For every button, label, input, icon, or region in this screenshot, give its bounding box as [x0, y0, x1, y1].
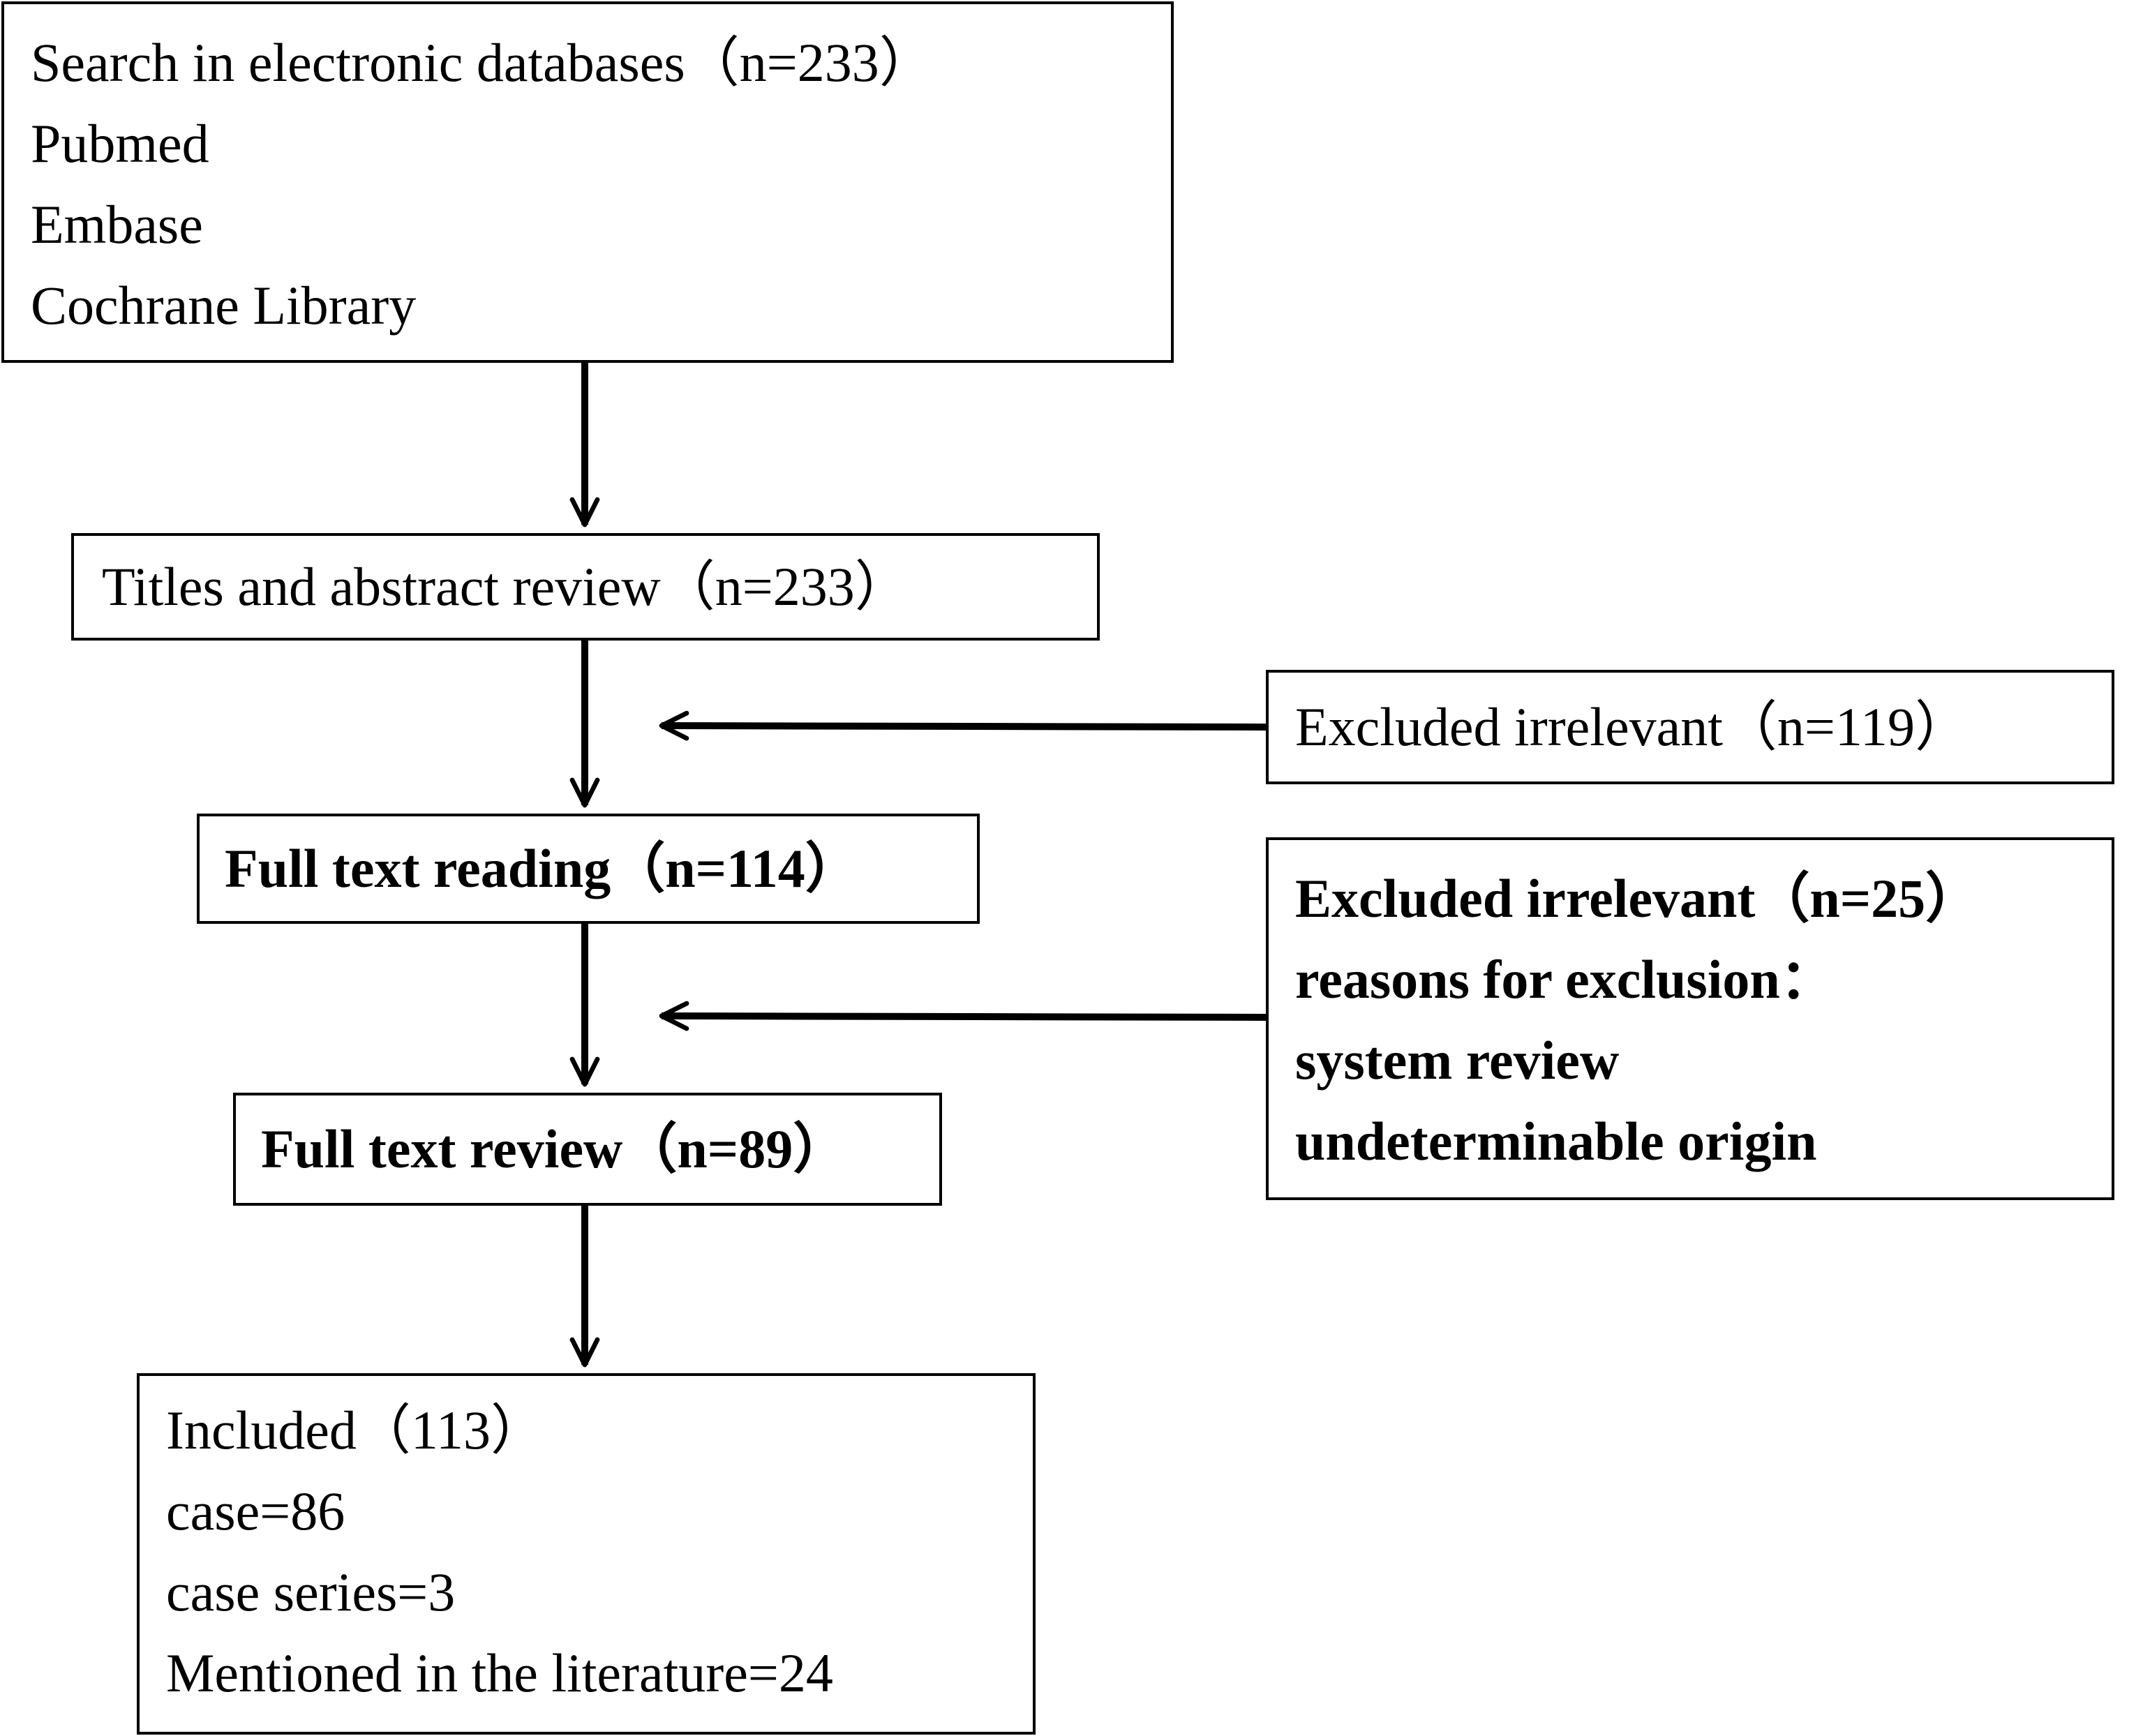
titles-abstract-review-box: Titles and abstract review（n=233） — [71, 533, 1100, 641]
excluded-2-line-2: reasons for exclusion： — [1295, 949, 1835, 1010]
excluded-irrelevant-119-text: Excluded irrelevant（n=119） — [1295, 696, 1969, 757]
full-text-reading-box: Full text reading（n=114） — [197, 814, 980, 924]
arrow-excluded-119 — [659, 710, 1267, 741]
search-line-1: Search in electronic databases（n=233） — [31, 32, 934, 93]
full-text-review-box: Full text review（n=89） — [233, 1093, 942, 1206]
excluded-2-line-3: system review — [1295, 1030, 1620, 1091]
excluded-2-line-1: Excluded irrelevant（n=25） — [1295, 868, 1980, 929]
included-line-3: case series=3 — [166, 1562, 456, 1622]
included-line-1: Included（113） — [166, 1400, 545, 1460]
search-line-4: Cochrane Library — [31, 275, 417, 336]
arrow-excluded-25 — [659, 1001, 1267, 1031]
search-databases-box: Search in electronic databases（n=233） Pu… — [1, 1, 1174, 363]
full-text-reading-text: Full text reading（n=114） — [225, 838, 860, 899]
included-line-2: case=86 — [166, 1481, 345, 1541]
excluded-irrelevant-25-box: Excluded irrelevant（n=25） reasons for ex… — [1266, 837, 2114, 1200]
excluded-irrelevant-119-box: Excluded irrelevant（n=119） — [1266, 670, 2114, 784]
included-line-4: Mentioned in the literature=24 — [166, 1643, 833, 1703]
included-box: Included（113） case=86 case series=3 Ment… — [137, 1373, 1036, 1735]
search-line-3: Embase — [31, 194, 203, 255]
full-text-review-text: Full text review（n=89） — [261, 1118, 848, 1179]
search-line-2: Pubmed — [31, 113, 209, 174]
titles-abstract-review-text: Titles and abstract review（n=233） — [102, 556, 909, 617]
excluded-2-line-4: undeterminable origin — [1295, 1111, 1817, 1172]
